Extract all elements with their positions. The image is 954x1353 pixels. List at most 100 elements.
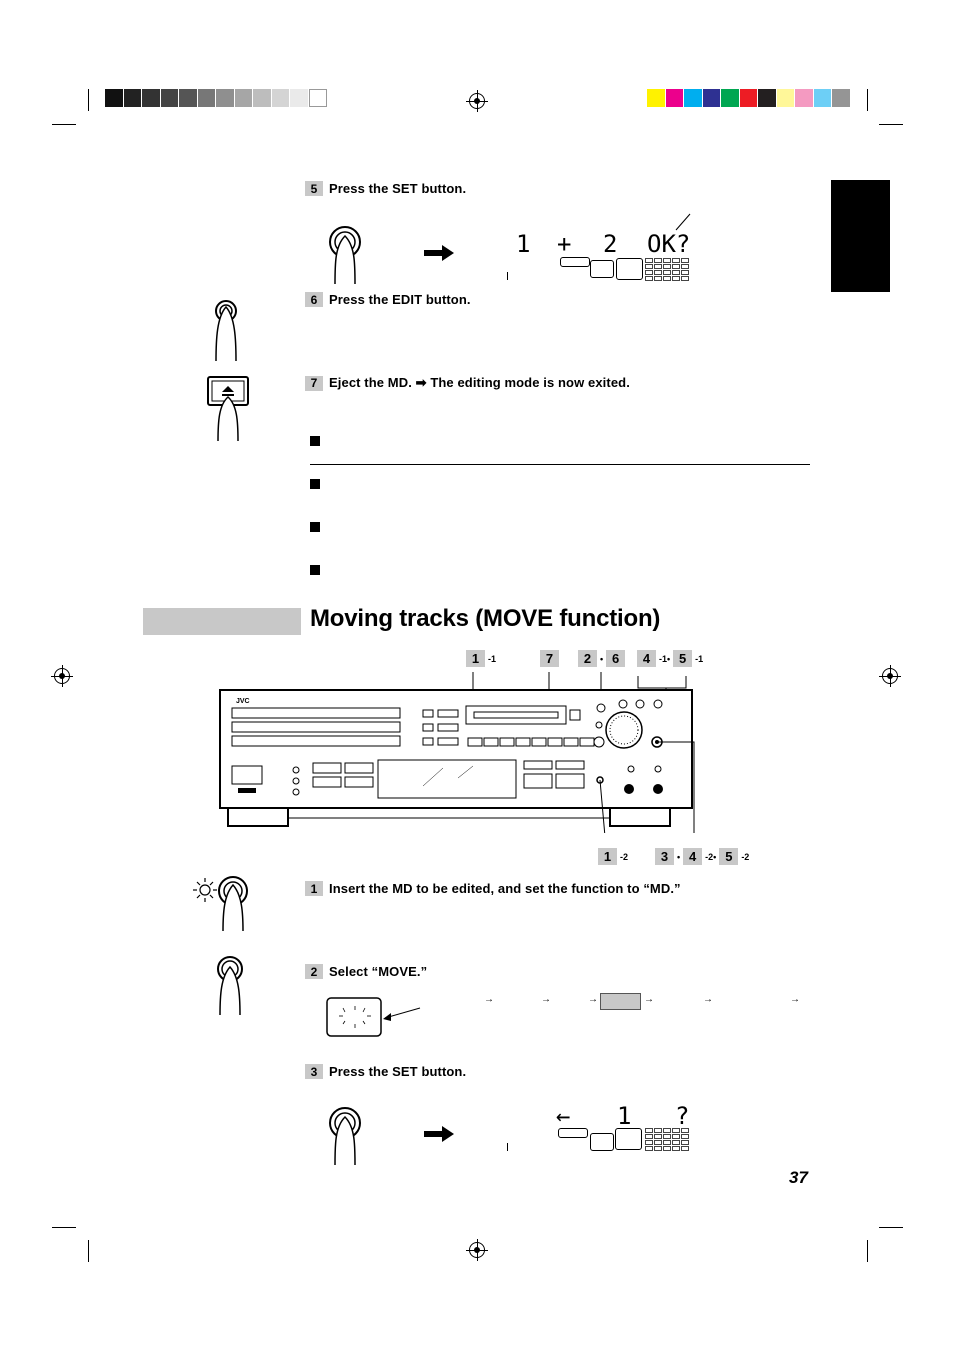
- crop-mark: [867, 1240, 868, 1262]
- registration-mark-icon: [466, 90, 488, 112]
- step-text: Select “MOVE.”: [329, 964, 428, 979]
- grid-cell: [681, 264, 689, 269]
- bullet-square: [310, 565, 320, 575]
- color-swatch: [665, 89, 684, 107]
- sequence-arrow-icon: →: [588, 994, 598, 1005]
- sequence-arrow-icon: →: [484, 994, 494, 1005]
- step-number: 2: [305, 964, 323, 979]
- grid-cell: [654, 258, 662, 263]
- grid-cell: [645, 270, 653, 275]
- grid-cell: [654, 276, 662, 281]
- sequence-arrow-icon: →: [703, 994, 713, 1005]
- display-marker: [507, 1143, 511, 1151]
- color-swatch: [702, 89, 721, 107]
- gray-swatch: [308, 89, 327, 107]
- step-number: 7: [305, 375, 323, 391]
- grid-cell: [663, 276, 671, 281]
- finger-press-icon: [217, 956, 243, 1016]
- gray-swatch: [253, 89, 272, 107]
- gray-swatch: [105, 89, 124, 107]
- right-arrow-icon: [424, 245, 454, 261]
- sequence-arrow-icon: →: [644, 994, 654, 1005]
- step-6: 6 Press the EDIT button.: [305, 292, 471, 307]
- callout-2-6: 2 • 6: [578, 650, 626, 667]
- page-number: 37: [789, 1168, 808, 1187]
- color-swatch: [795, 89, 814, 107]
- step-7: 7 Eject the MD. ➡ The editing mode is no…: [305, 375, 630, 391]
- gray-calibration-bar: [105, 89, 327, 107]
- section-title: Moving tracks (MOVE function): [310, 605, 661, 632]
- callout-4-5: 4 -1• 5 -1: [637, 650, 703, 667]
- eject-button-icon: [207, 376, 249, 442]
- step-number: 6: [305, 292, 323, 307]
- registration-mark-icon: [879, 665, 901, 687]
- sequence-arrow-icon: →: [790, 994, 800, 1005]
- grid-cell: [672, 276, 680, 281]
- display-blink-box: [326, 997, 421, 1037]
- finger-press-icon: [329, 226, 361, 285]
- crop-mark: [879, 1227, 903, 1228]
- grid-cell: [681, 1128, 689, 1133]
- bullet-square: [310, 436, 320, 446]
- grid-cell: [645, 264, 653, 269]
- step-number: 3: [305, 1064, 323, 1079]
- step-text: Eject the MD. ➡ The editing mode is now …: [329, 375, 630, 390]
- grid-cell: [681, 1140, 689, 1145]
- color-calibration-bar: [647, 89, 851, 107]
- crop-mark: [52, 124, 76, 125]
- grid-cell: [681, 258, 689, 263]
- callout-1-2: 1 -2: [598, 848, 628, 865]
- display-left-track: 1: [516, 230, 531, 258]
- grid-cell: [645, 1140, 653, 1145]
- gray-swatch: [197, 89, 216, 107]
- grid-cell: [663, 264, 671, 269]
- grid-cell: [663, 1146, 671, 1151]
- md-deck-front-panel: JVC: [219, 672, 695, 833]
- divider: [310, 464, 810, 465]
- grid-cell: [654, 1140, 662, 1145]
- display-marker: [507, 272, 511, 280]
- gray-swatch: [234, 89, 253, 107]
- grid-cell: [654, 1134, 662, 1139]
- grid-cell: [672, 1140, 680, 1145]
- registration-mark-icon: [51, 665, 73, 687]
- grid-cell: [672, 270, 680, 275]
- color-swatch: [813, 89, 832, 107]
- sequence-arrow-icon: →: [541, 994, 551, 1005]
- callout-3-4-5: 3 • 4 -2• 5 -2: [655, 848, 749, 865]
- section-title-bar: [143, 608, 301, 635]
- finger-press-icon: [329, 1107, 361, 1166]
- grid-cell: [654, 1146, 662, 1151]
- display-plus: +: [557, 230, 572, 258]
- grid-cell: [663, 1128, 671, 1133]
- grid-cell: [672, 264, 680, 269]
- crop-mark: [867, 89, 868, 111]
- color-swatch: [832, 89, 851, 107]
- display-right-track: 2: [603, 230, 618, 258]
- display-ok-prompt: OK?: [647, 230, 691, 258]
- color-swatch: [684, 89, 703, 107]
- step-number: 1: [305, 881, 323, 896]
- registration-mark-icon: [466, 1239, 488, 1261]
- color-swatch: [776, 89, 795, 107]
- pointer-line: [675, 213, 691, 231]
- grid-cell: [681, 1134, 689, 1139]
- gray-swatch: [123, 89, 142, 107]
- gray-swatch: [271, 89, 290, 107]
- grid-cell: [645, 1128, 653, 1133]
- display-segment: [560, 257, 590, 267]
- display-track-grid: [645, 258, 689, 281]
- step-5: 5 Press the SET button.: [305, 181, 466, 196]
- bullet-square: [310, 522, 320, 532]
- crop-mark: [52, 1227, 76, 1228]
- display-segment: [590, 1133, 614, 1151]
- brand-label: JVC: [236, 698, 250, 705]
- step-1: 1 Insert the MD to be edited, and set th…: [305, 881, 681, 896]
- grid-cell: [672, 1134, 680, 1139]
- grid-cell: [654, 1128, 662, 1133]
- grid-cell: [645, 276, 653, 281]
- grid-cell: [663, 1134, 671, 1139]
- gray-swatch: [290, 89, 309, 107]
- grid-cell: [645, 258, 653, 263]
- step-number: 5: [305, 181, 323, 196]
